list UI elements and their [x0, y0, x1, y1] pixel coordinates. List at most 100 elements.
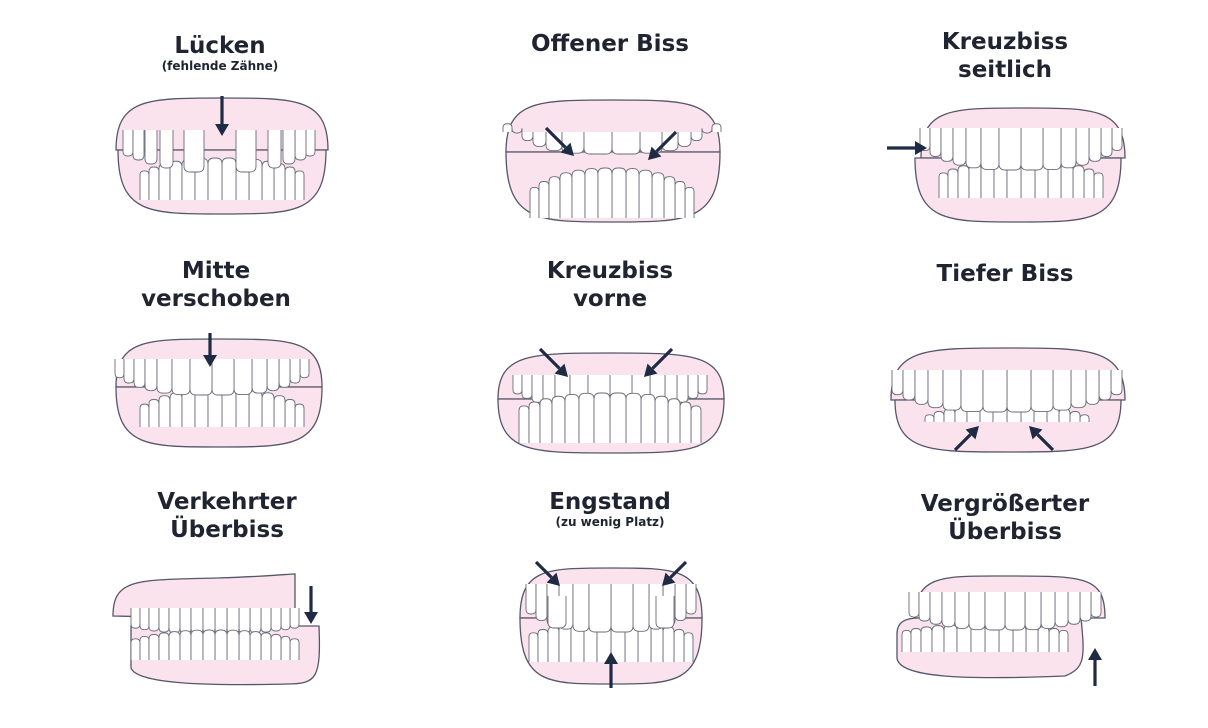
tooth [169, 392, 183, 427]
tooth [559, 172, 573, 218]
tooth [1058, 630, 1069, 652]
tooth [697, 375, 708, 395]
tooth [512, 375, 523, 395]
tooth [984, 592, 1006, 631]
tooth [1111, 128, 1123, 152]
tooth [954, 592, 970, 630]
tooth [158, 608, 170, 633]
arrow-shaft [1036, 433, 1055, 452]
cell-title: Verkehrter Überbiss [157, 489, 297, 543]
tooth [674, 584, 687, 621]
arrow-head [554, 363, 568, 377]
tooth [593, 392, 611, 443]
tooth [940, 128, 954, 162]
tooth [684, 186, 695, 218]
teeth-illustration [887, 107, 1126, 223]
tooth [139, 170, 150, 200]
tooth [1042, 128, 1062, 170]
arrow-head [1029, 426, 1043, 440]
tooth [1054, 592, 1069, 628]
tooth [676, 375, 689, 403]
tooth [655, 596, 675, 629]
tooth [578, 392, 595, 443]
tooth [214, 629, 228, 660]
tooth [521, 375, 533, 399]
tooth [558, 624, 572, 662]
tooth [1110, 370, 1123, 396]
tooth [701, 128, 713, 134]
tooth [1079, 414, 1090, 422]
tooth [267, 130, 282, 169]
tooth [1060, 162, 1074, 198]
arrow-head [965, 426, 979, 440]
tooth [226, 629, 240, 660]
tooth [667, 398, 681, 443]
tooth [1024, 592, 1042, 631]
tooth [908, 592, 920, 618]
tooth [611, 132, 641, 155]
tooth [1098, 370, 1112, 401]
teeth-illustration [497, 347, 725, 454]
tooth [663, 176, 676, 218]
arrow-shaft [655, 130, 678, 153]
tooth [122, 130, 134, 157]
tooth [249, 608, 262, 634]
tooth [299, 359, 310, 379]
arrow-head [604, 652, 618, 664]
tooth [148, 634, 160, 660]
tooth [1052, 370, 1072, 411]
tooth [280, 636, 291, 660]
tooth [233, 359, 253, 395]
tooth [957, 165, 970, 198]
tooth [235, 130, 257, 173]
teeth-illustration [112, 573, 321, 686]
tooth [270, 634, 282, 660]
tooth [632, 584, 650, 632]
tooth [282, 130, 296, 165]
cell-title: Tiefer Biss [936, 261, 1074, 287]
arrow-shaft [534, 560, 553, 579]
tooth [158, 395, 171, 427]
arrow-shaft [544, 126, 567, 149]
teeth-illustration [519, 560, 703, 688]
tooth [144, 359, 158, 392]
tooth [1006, 370, 1032, 413]
teeth-illustration [890, 347, 1126, 453]
tooth [564, 393, 580, 443]
tooth [273, 395, 286, 427]
tooth [1093, 172, 1104, 198]
tooth [1020, 128, 1044, 171]
tooth [711, 123, 722, 132]
tooth [278, 359, 291, 388]
cell-luecken: Lücken (fehlende Zähne) [100, 30, 340, 230]
tooth [938, 172, 949, 198]
tooth [139, 608, 150, 631]
cell-vergroesserter-ueberbiss: Vergrößerter Überbiss [885, 490, 1125, 710]
cell-title: Engstand [549, 489, 671, 515]
tooth [266, 359, 280, 392]
tooth [1048, 628, 1060, 652]
arrow-head [560, 142, 574, 156]
tooth [294, 403, 305, 427]
tooth [529, 186, 540, 218]
arrow-head [648, 146, 662, 160]
tooth [1058, 408, 1071, 422]
tooth [584, 168, 599, 218]
tooth [625, 392, 642, 443]
tooth [1088, 128, 1102, 162]
tooth [571, 169, 586, 218]
tooth [168, 608, 181, 634]
tooth [687, 375, 699, 399]
tooth [123, 359, 135, 384]
tooth [638, 169, 653, 218]
tooth [211, 359, 235, 396]
tooth [133, 359, 146, 388]
tooth [148, 608, 160, 632]
tooth [968, 592, 986, 631]
tooth [998, 128, 1022, 171]
cell-subtitle: (zu wenig Platz) [555, 515, 665, 529]
arrow-head [915, 141, 927, 155]
tooth [248, 390, 263, 427]
tooth [148, 399, 160, 427]
tooth [235, 388, 250, 427]
